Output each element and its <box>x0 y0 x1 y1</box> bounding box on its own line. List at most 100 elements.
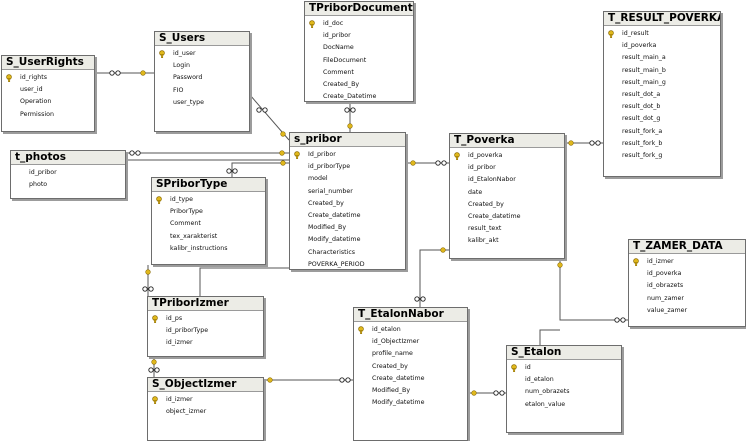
column-row[interactable]: Modify_datetime <box>354 397 467 409</box>
column-row[interactable]: id_pribor <box>450 162 564 174</box>
column-row[interactable]: Created_by <box>450 199 564 211</box>
column-row[interactable]: FIO <box>155 85 249 97</box>
column-row[interactable]: user_type <box>155 97 249 109</box>
column-row[interactable]: id_priborType <box>290 161 405 173</box>
link-poverka-zamer[interactable] <box>559 259 628 321</box>
column-row[interactable]: result_fork_b <box>604 138 720 150</box>
column-row[interactable]: object_izmer <box>148 406 263 418</box>
column-row[interactable]: kalibr_akt <box>450 235 564 247</box>
column-row[interactable]: Create_datetime <box>354 373 467 385</box>
column-row[interactable]: id_obrazets <box>629 280 745 292</box>
column-row[interactable]: result_main_a <box>604 52 720 64</box>
column-row[interactable]: Permission <box>2 109 94 121</box>
link-etalonnabor-poverka[interactable] <box>419 249 449 307</box>
column-row[interactable]: Password <box>155 72 249 84</box>
column-row[interactable]: FileDocument <box>305 55 413 67</box>
column-row[interactable]: Characteristics <box>290 247 405 259</box>
column-row[interactable]: Create_datetime <box>290 210 405 222</box>
table-title[interactable]: S_Etalon <box>507 346 621 360</box>
column-row[interactable]: Created_By <box>305 79 413 91</box>
column-row[interactable]: id_izmer <box>148 337 263 349</box>
column-row[interactable]: id_doc <box>305 18 413 30</box>
table-title[interactable]: S_ObjectIzmer <box>148 378 263 392</box>
column-row[interactable]: num_zamer <box>629 293 745 305</box>
column-row[interactable]: Created_by <box>290 198 405 210</box>
table-title[interactable]: t_photos <box>11 151 125 165</box>
column-row[interactable]: num_obrazets <box>507 386 621 398</box>
table-title[interactable]: S_UserRights <box>2 56 94 70</box>
column-row[interactable]: Created_by <box>354 361 467 373</box>
column-row[interactable]: id_ObjectIzmer <box>354 336 467 348</box>
column-row[interactable]: result_fork_g <box>604 150 720 162</box>
column-row[interactable]: id_poverka <box>450 150 564 162</box>
column-row[interactable]: result_dot_g <box>604 113 720 125</box>
column-row[interactable]: id_izmer <box>629 256 745 268</box>
table-title[interactable]: T_ZAMER_DATA <box>629 240 745 254</box>
column-row[interactable]: Login <box>155 60 249 72</box>
link-pribortype-spribor[interactable] <box>231 162 289 177</box>
table-title[interactable]: T_Poverka <box>450 134 564 148</box>
column-row[interactable]: result_dot_a <box>604 89 720 101</box>
column-row[interactable]: id_type <box>152 194 265 206</box>
table-title[interactable]: S_Users <box>155 32 249 46</box>
table-title[interactable]: TPriborDocument <box>305 2 413 16</box>
link-spribor-izmer[interactable] <box>199 267 289 296</box>
column-row[interactable]: id_result <box>604 28 720 40</box>
column-row[interactable]: id <box>507 362 621 374</box>
column-row[interactable]: Comment <box>305 67 413 79</box>
column-row[interactable]: Modified_By <box>290 222 405 234</box>
table-title[interactable]: T_EtalonNabor <box>354 308 467 322</box>
table-title[interactable]: s_pribor <box>290 133 405 147</box>
column-row[interactable]: value_zamer <box>629 305 745 317</box>
column-row[interactable]: Create_Datetime <box>305 91 413 101</box>
column-row[interactable]: DocName <box>305 42 413 54</box>
column-row[interactable]: id_pribor <box>305 30 413 42</box>
column-row[interactable]: Modify_datetime <box>290 234 405 246</box>
column-row[interactable]: id_rights <box>2 72 94 84</box>
table-title[interactable]: TPriborIzmer <box>148 297 263 311</box>
column-row[interactable]: Id_pribor <box>290 149 405 161</box>
column-row[interactable]: PriborType <box>152 206 265 218</box>
column-row[interactable]: result_text <box>450 223 564 235</box>
column-row[interactable]: user_id <box>2 84 94 96</box>
column-row[interactable]: id_etalon <box>507 374 621 386</box>
column-row[interactable]: id_etalon <box>354 324 467 336</box>
column-row[interactable]: model <box>290 173 405 185</box>
column-row[interactable]: photo <box>11 179 125 191</box>
column-row[interactable]: serial_number <box>290 186 405 198</box>
column-row[interactable]: result_dot_b <box>604 101 720 113</box>
column-row[interactable]: id_poverka <box>629 268 745 280</box>
column-row[interactable]: date <box>450 187 564 199</box>
column-row[interactable]: Operation <box>2 96 94 108</box>
column-row[interactable]: Create_datetime <box>450 211 564 223</box>
column-row[interactable]: id_user <box>155 48 249 60</box>
column-row[interactable]: id_priborType <box>148 325 263 337</box>
column-row[interactable]: result_fork_a <box>604 126 720 138</box>
column-row[interactable]: Comment <box>152 218 265 230</box>
column-row[interactable]: id_izmer <box>148 394 263 406</box>
column-row[interactable]: POVERKA_PERIOD <box>290 259 405 269</box>
column-row[interactable]: result_main_g <box>604 77 720 89</box>
column-row[interactable]: result_main_b <box>604 65 720 77</box>
column-row[interactable]: profile_name <box>354 348 467 360</box>
column-row[interactable]: Modified_By <box>354 385 467 397</box>
link-poverka-setalon-id[interactable] <box>539 329 560 345</box>
table-title[interactable]: SPriborType <box>152 178 265 192</box>
column-row[interactable]: etalon_value <box>507 399 621 411</box>
column-row[interactable]: id_ps <box>148 313 263 325</box>
table-title[interactable]: T_RESULT_POVERKA <box>604 12 720 26</box>
column-row[interactable]: id_poverka <box>604 40 720 52</box>
column-row[interactable]: kalibr_instructions <box>152 243 265 255</box>
